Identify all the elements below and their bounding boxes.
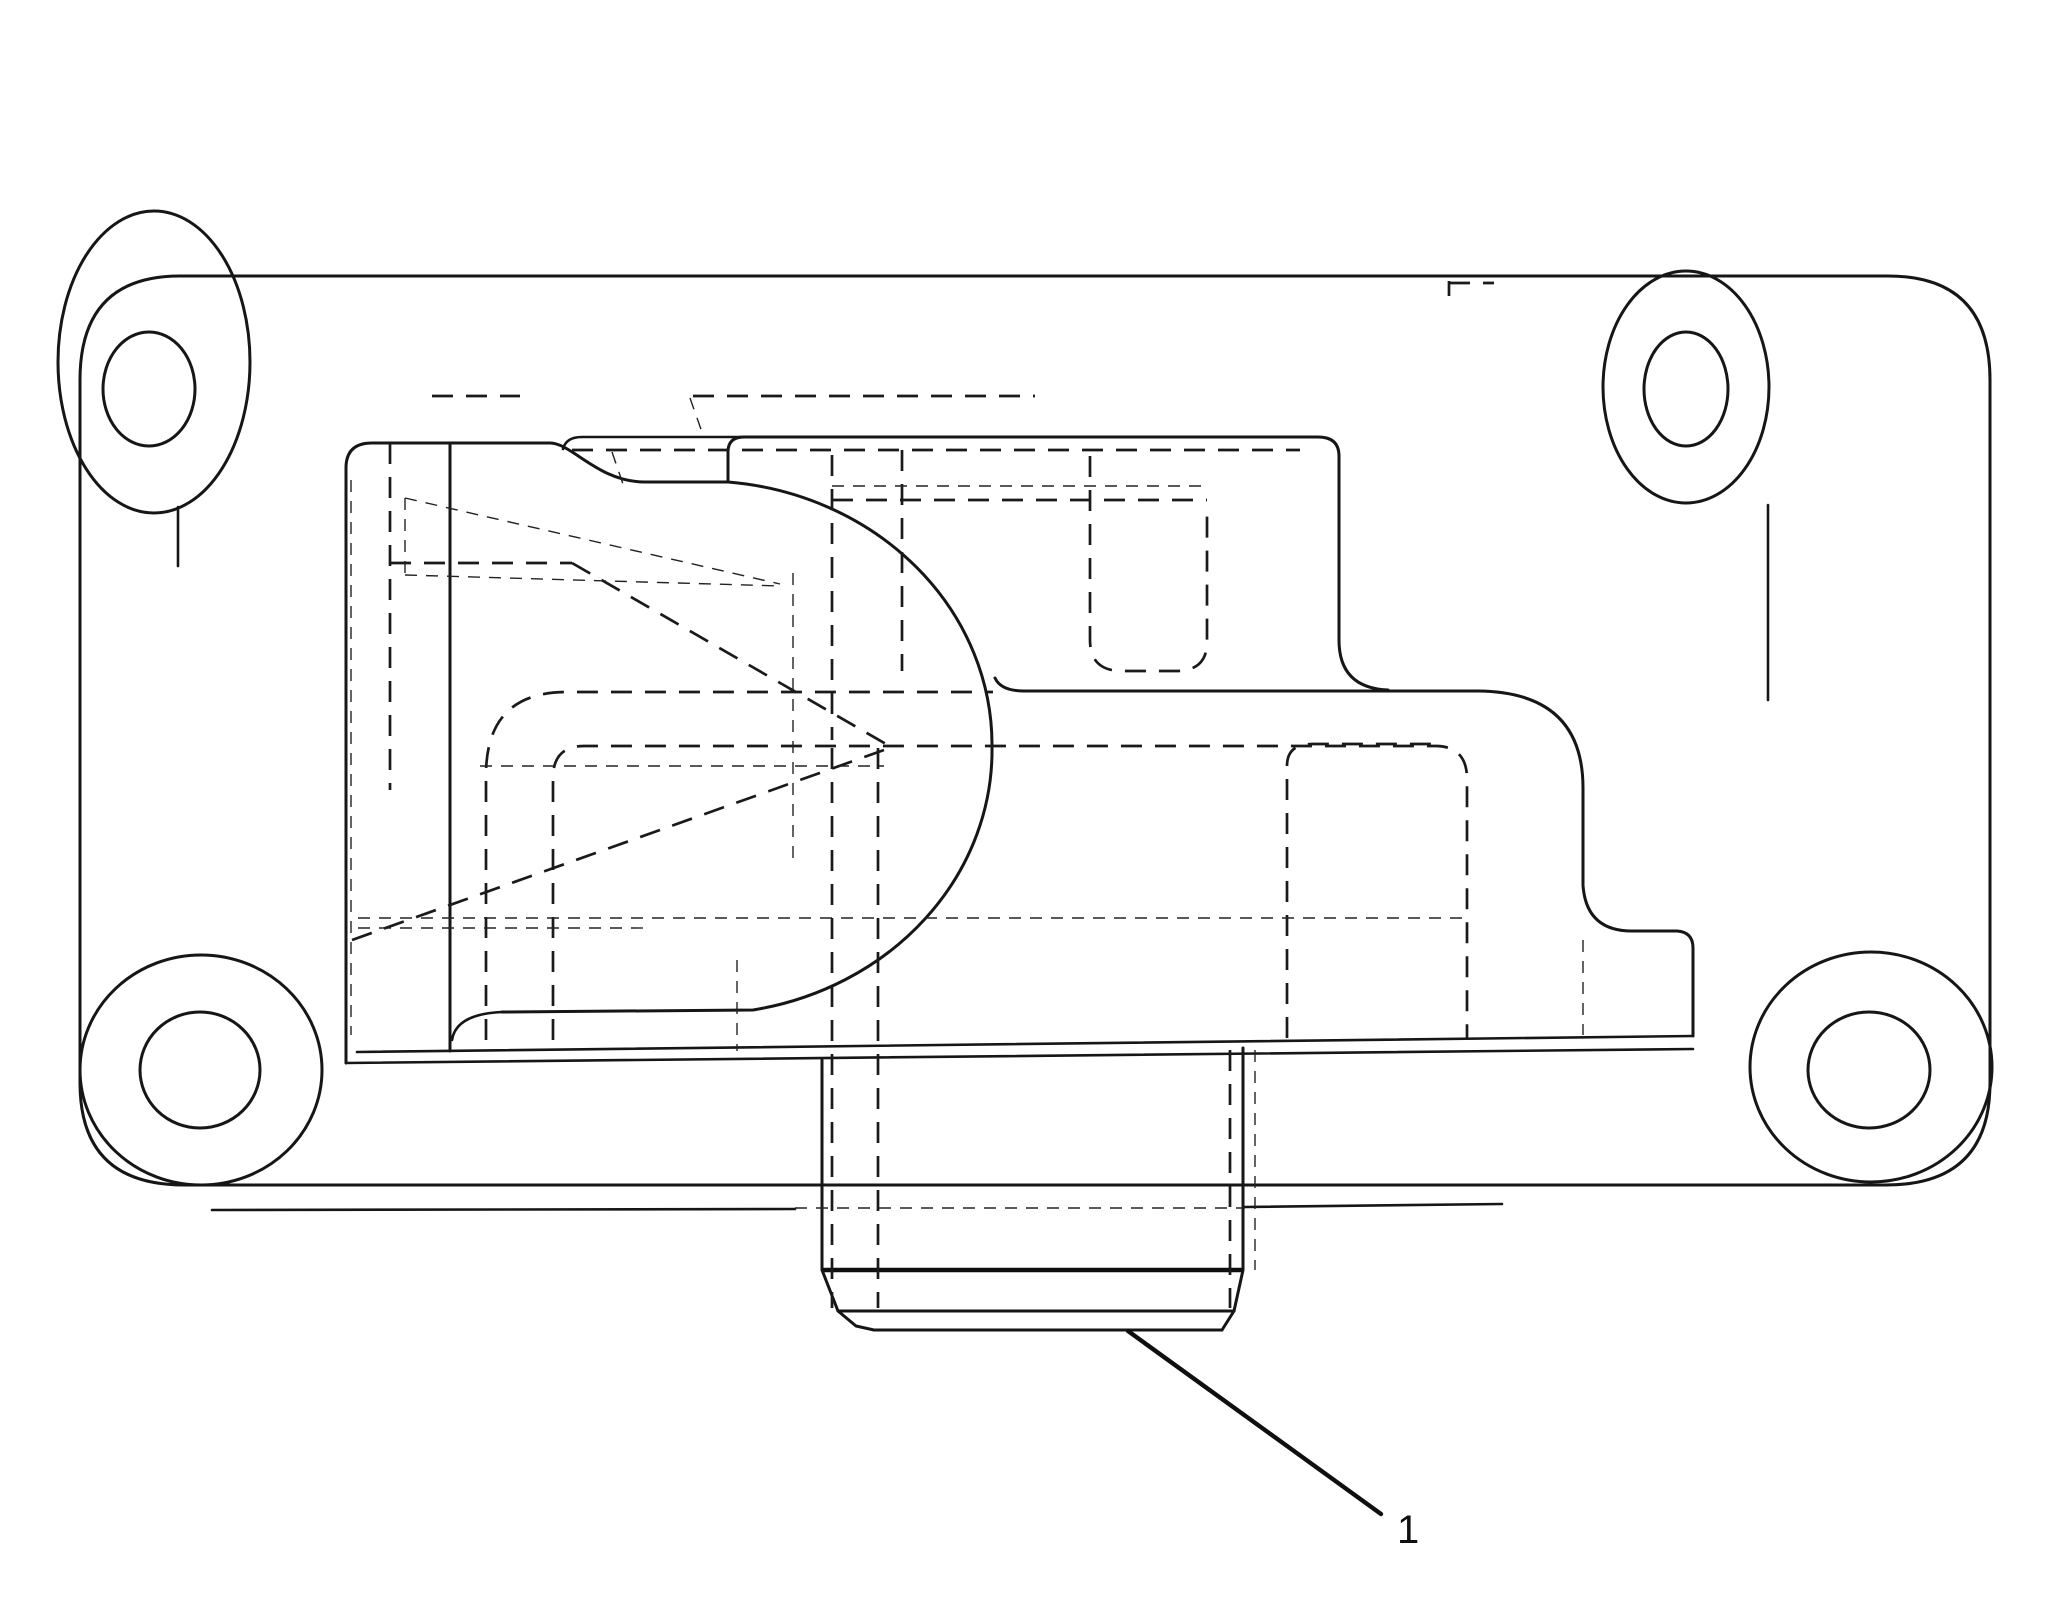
boss-top-left-outer [56,209,252,515]
thin-tick-left [611,451,625,488]
boss-top-left [56,209,252,568]
central-body [344,435,1695,1065]
leader-line [1125,1328,1384,1517]
boss-top-right-outer [1601,269,1771,505]
foot-bottom-edge [344,1047,1695,1065]
hidden-edges-bold [351,281,1494,1308]
funnel-upper-diagonal [571,561,887,746]
foot-top-edge [355,1034,1695,1054]
pocket-right-inner [1285,742,1437,1038]
boss-bottom-left-hole [138,1010,262,1130]
callout: 1 [1125,1328,1419,1552]
cylinder-bottom-corner-left [836,1309,876,1332]
base-plate [78,274,1992,1212]
boss-top-right-hole [1642,330,1730,448]
pocket-inner-rounded-rect [551,744,1469,1040]
part-label: 1 [1397,1508,1419,1552]
pocket-left-outer [484,690,993,1040]
corner-bosses [56,209,1994,1187]
boss-bottom-right-outer [1748,950,1994,1184]
cylinder-bottom-corner-right [1220,1309,1236,1332]
boss-top-left-hole [101,330,197,448]
plate-front-bottom-edge-left [210,1207,797,1212]
cylinder-chamfer-right [1232,1268,1245,1313]
top-block-left-corner [561,435,746,451]
dash-fragment-top-right [1447,281,1494,296]
bottom-cylinder [820,1046,1245,1332]
top-block-bore-u [1088,456,1209,673]
boss-bottom-right-hole [1806,1010,1932,1130]
boss-bottom-left-outer [78,953,324,1187]
boss-bottom-left [78,953,324,1187]
tower-outline [344,441,730,1065]
hidden-edges-thin [350,397,1584,1270]
thin-cone-upper [404,497,781,585]
tower-base-fillet [450,1010,504,1042]
boss-top-right [1601,269,1771,702]
funnel-lower-diagonal [351,748,885,942]
mid-ledge-outline [993,676,1695,1038]
plate-outline [78,274,1992,1187]
plate-front-bottom-edge-right [1243,1202,1504,1209]
top-block-outline [726,435,1390,692]
thin-tick-right [689,397,704,436]
thin-cone-lower [404,574,781,587]
cylinder-chamfer-left [820,1268,840,1313]
boss-bottom-right [1748,950,1994,1184]
